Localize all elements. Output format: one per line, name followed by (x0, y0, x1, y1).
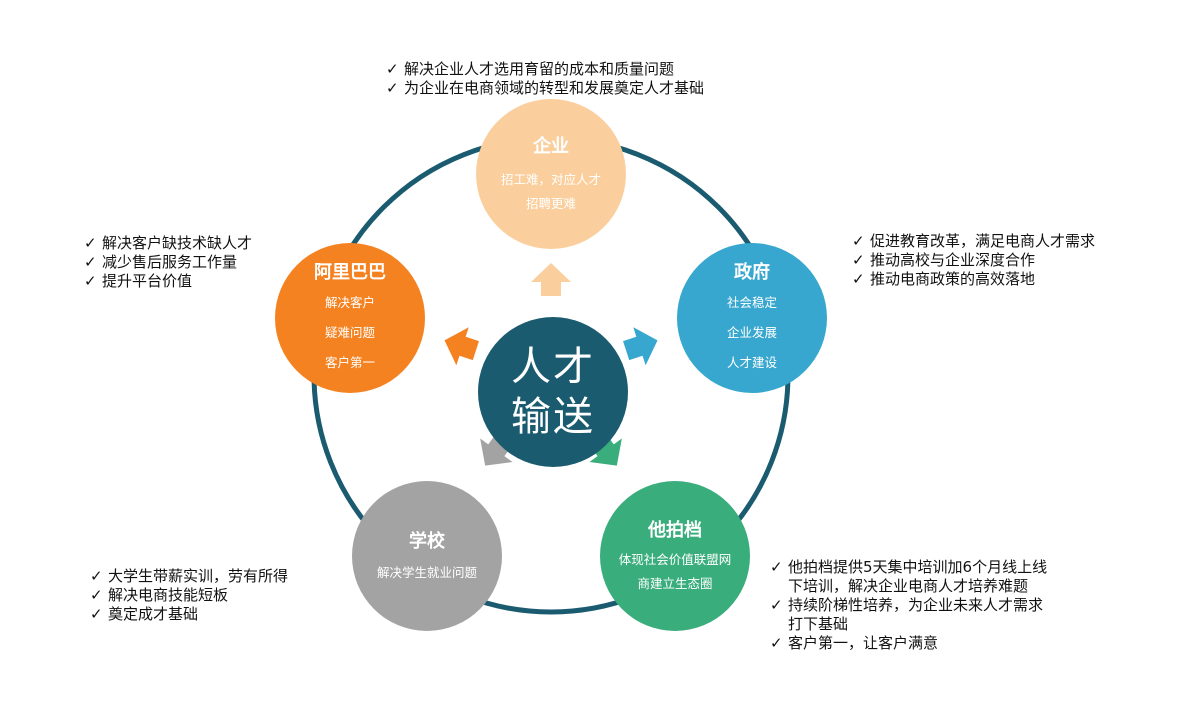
bullet-item: ✓为企业在电商领域的转型和发展奠定人才基础 (386, 79, 705, 97)
node-enterprise-desc: 招工难，对应人才招聘更难 (500, 172, 601, 211)
node-partner-desc: 体现社会价值联盟网商建立生态圈 (618, 552, 732, 591)
check-icon: ✓ (770, 558, 783, 576)
check-icon: ✓ (90, 586, 103, 604)
node-alibaba-line: 疑难问题 (324, 325, 375, 340)
check-icon: ✓ (770, 596, 783, 614)
arrow-to-alibaba-icon (444, 327, 479, 366)
bullet-item: ✓他拍档提供5天集中培训加6个月线上线 下培训，解决企业电商人才培养难题 (770, 558, 1048, 595)
node-school: 学校 解决学生就业问题 (352, 481, 502, 631)
bullet-item: ✓促进教育改革，满足电商人才需求 (852, 232, 1096, 250)
check-icon: ✓ (84, 272, 97, 290)
center-line-2: 输送 (511, 394, 595, 440)
node-alibaba: 阿里巴巴 解决客户 疑难问题 客户第一 (275, 243, 425, 393)
bullet-item: ✓客户第一，让客户满意 (770, 634, 939, 652)
bullet-item: ✓减少售后服务工作量 (84, 253, 238, 271)
bullet-item: ✓推动电商政策的高效落地 (852, 270, 1036, 288)
bullet-item: ✓奠定成才基础 (90, 605, 199, 623)
bullet-item: ✓解决企业人才选用育留的成本和质量问题 (386, 60, 675, 78)
node-enterprise-title: 企业 (533, 136, 569, 157)
arrow-to-government-icon (623, 327, 658, 366)
bullet-item: ✓持续阶梯性培养，为企业未来人才需求 打下基础 (770, 596, 1044, 633)
node-enterprise: 企业 招工难，对应人才招聘更难 (476, 99, 626, 249)
node-government-line: 社会稳定 (726, 295, 777, 310)
check-icon: ✓ (770, 634, 783, 652)
node-alibaba-line: 客户第一 (324, 355, 375, 370)
check-icon: ✓ (852, 270, 865, 288)
node-partner: 他拍档 体现社会价值联盟网商建立生态圈 (600, 481, 750, 631)
check-icon: ✓ (90, 605, 103, 623)
node-school-desc: 解决学生就业问题 (376, 565, 477, 580)
bullet-item: ✓推动高校与企业深度合作 (852, 251, 1036, 269)
check-icon: ✓ (90, 567, 103, 585)
check-icon: ✓ (84, 234, 97, 252)
check-icon: ✓ (852, 251, 865, 269)
check-icon: ✓ (386, 60, 399, 78)
node-alibaba-line: 解决客户 (324, 295, 375, 310)
bullets-enterprise: ✓解决企业人才选用育留的成本和质量问题 ✓为企业在电商领域的转型和发展奠定人才基… (386, 60, 704, 98)
node-government-line: 人才建设 (726, 355, 777, 370)
node-school-title: 学校 (409, 531, 445, 552)
check-icon: ✓ (386, 79, 399, 97)
bullets-alibaba: ✓解决客户缺技术缺人才 ✓减少售后服务工作量 ✓提升平台价值 (84, 234, 252, 291)
bullet-item: ✓大学生带薪实训，劳有所得 (90, 567, 289, 585)
node-government: 政府 社会稳定 企业发展 人才建设 (677, 243, 827, 393)
center-line-1: 人才 (511, 344, 595, 390)
node-government-line: 企业发展 (726, 325, 777, 340)
bullet-item: ✓解决电商技能短板 (90, 586, 229, 604)
check-icon: ✓ (84, 253, 97, 271)
bullets-partner: ✓他拍档提供5天集中培训加6个月线上线 下培训，解决企业电商人才培养难题 ✓持续… (770, 558, 1047, 653)
node-partner-title: 他拍档 (648, 520, 702, 541)
bullet-item: ✓解决客户缺技术缺人才 (84, 234, 253, 252)
arrow-to-enterprise-icon (531, 263, 571, 296)
check-icon: ✓ (852, 232, 865, 250)
bullet-item: ✓提升平台价值 (84, 272, 193, 290)
bullets-school: ✓大学生带薪实训，劳有所得 ✓解决电商技能短板 ✓奠定成才基础 (90, 567, 288, 624)
node-alibaba-title: 阿里巴巴 (314, 262, 386, 283)
center-circle: 人才 输送 (478, 317, 628, 467)
node-government-title: 政府 (734, 262, 770, 283)
bullets-government: ✓促进教育改革，满足电商人才需求 ✓推动高校与企业深度合作 ✓推动电商政策的高效… (852, 232, 1095, 289)
